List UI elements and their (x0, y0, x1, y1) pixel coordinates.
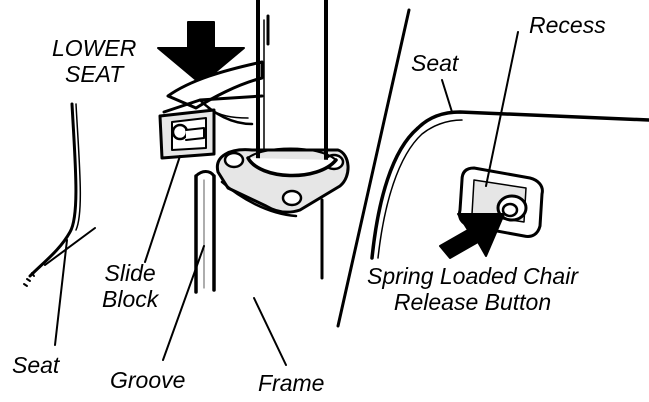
groove-channel (194, 170, 216, 294)
label-spring-button-line2: Release Button (393, 289, 552, 315)
label-seat-bottom: Seat (12, 352, 60, 378)
leader-lines (54, 31, 519, 366)
label-slide-block-line2: Block (102, 286, 159, 312)
label-groove: Groove (110, 367, 186, 393)
slide-block (158, 108, 216, 160)
label-lower-seat-line2: SEAT (64, 61, 124, 87)
central-post (246, 0, 338, 178)
label-slide-block: Slide Block (102, 260, 158, 312)
label-spring-button-line1: Spring Loaded Chair (367, 263, 578, 289)
seat-right (370, 110, 649, 260)
frame-lines (266, 8, 411, 328)
seat-platform (162, 60, 264, 126)
label-recess: Recess (529, 12, 606, 38)
label-lower-seat: LOWER SEAT (52, 35, 136, 87)
label-frame: Frame (258, 370, 325, 396)
label-lower-seat-line1: LOWER (52, 35, 137, 61)
label-spring-button: Spring Loaded Chair Release Button (367, 263, 578, 315)
down-arrow-icon (157, 21, 245, 85)
label-seat-top: Seat (411, 50, 459, 76)
pointer-arrow-icon (439, 213, 505, 259)
label-slide-block-line1: Slide (104, 260, 156, 286)
seat-edge-left (23, 102, 96, 287)
